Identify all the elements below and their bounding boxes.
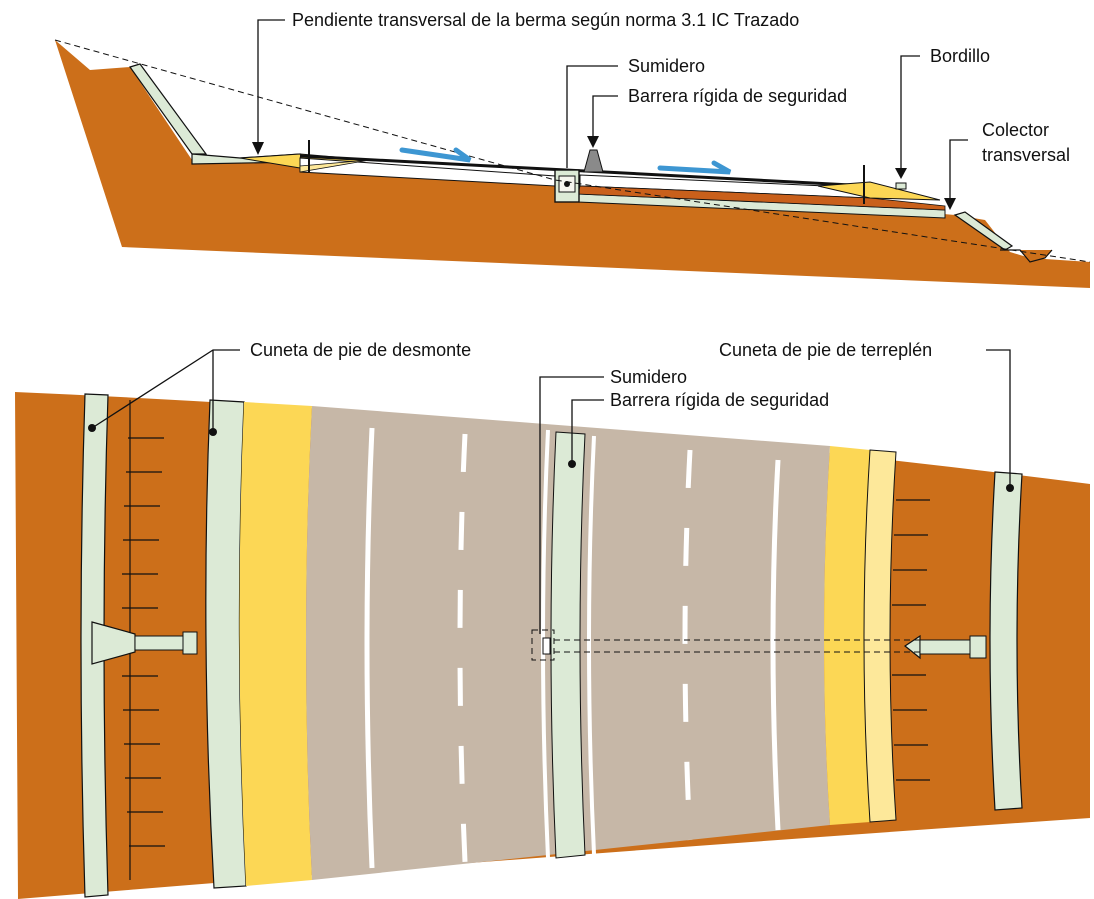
label-barrier-section: Barrera rígida de seguridad bbox=[628, 86, 847, 106]
curb-shape bbox=[895, 182, 907, 190]
median-strip bbox=[550, 431, 586, 859]
cut-ditch-inlet bbox=[91, 621, 136, 665]
collector-leader bbox=[949, 139, 968, 200]
lane-edge-right bbox=[770, 459, 781, 831]
label-slope-shoulder: Pendiente transversal de la berma según … bbox=[292, 10, 799, 30]
lane-edge-left bbox=[364, 427, 375, 869]
cut-slope-ticks bbox=[122, 400, 165, 880]
lane-dashes-right bbox=[682, 449, 693, 841]
right-ditch-strip bbox=[989, 471, 1023, 811]
median-edge-line-2 bbox=[587, 435, 596, 855]
label-curb: Bordillo bbox=[930, 46, 990, 66]
label-drain-plan: Sumidero bbox=[610, 367, 687, 387]
label-fill-ditch: Cuneta de pie de terreplén bbox=[719, 340, 932, 360]
original-terrain-line bbox=[54, 39, 1091, 263]
label-collector-2: transversal bbox=[982, 145, 1070, 165]
drain-leader-section bbox=[566, 65, 618, 168]
plan-view: Cuneta de pie de desmonte Cuneta de pie … bbox=[15, 340, 1090, 899]
barrier-leader-section bbox=[592, 95, 618, 140]
flow-arrow-right bbox=[657, 160, 732, 175]
curb-leader bbox=[900, 55, 920, 170]
fill-pipe-box bbox=[969, 635, 987, 659]
fill-slope-lining bbox=[953, 211, 1014, 251]
slope-shoulder-leader bbox=[257, 19, 285, 148]
left-shoulder-strip bbox=[239, 402, 312, 886]
plan-drain-grate bbox=[542, 637, 551, 655]
barrier-shape bbox=[583, 149, 604, 173]
right-shoulder-light bbox=[863, 449, 897, 823]
fill-ditch-leader bbox=[986, 349, 1011, 488]
fill-slope-ticks bbox=[892, 499, 930, 781]
cut-pipe bbox=[134, 635, 186, 651]
fill-pipe bbox=[919, 639, 973, 655]
label-drain-section: Sumidero bbox=[628, 56, 705, 76]
flow-arrow-left bbox=[399, 147, 472, 163]
cut-slope-lining bbox=[129, 63, 208, 155]
flow-arrows bbox=[399, 147, 732, 175]
terrain-soil bbox=[55, 40, 1090, 288]
label-cut-ditch: Cuneta de pie de desmonte bbox=[250, 340, 471, 360]
barrier-leader-plan bbox=[571, 399, 604, 464]
collector-under-road bbox=[531, 629, 920, 661]
right-shoulder-strip bbox=[824, 446, 870, 825]
right-shoulder bbox=[817, 181, 941, 201]
cross-section: Pendiente transversal de la berma según … bbox=[54, 10, 1091, 288]
cut-pipe-box bbox=[182, 631, 198, 655]
base-left bbox=[299, 159, 371, 173]
label-collector-1: Colector bbox=[982, 120, 1049, 140]
label-barrier-plan: Barrera rígida de seguridad bbox=[610, 390, 829, 410]
drain-leader-plan bbox=[539, 376, 604, 634]
